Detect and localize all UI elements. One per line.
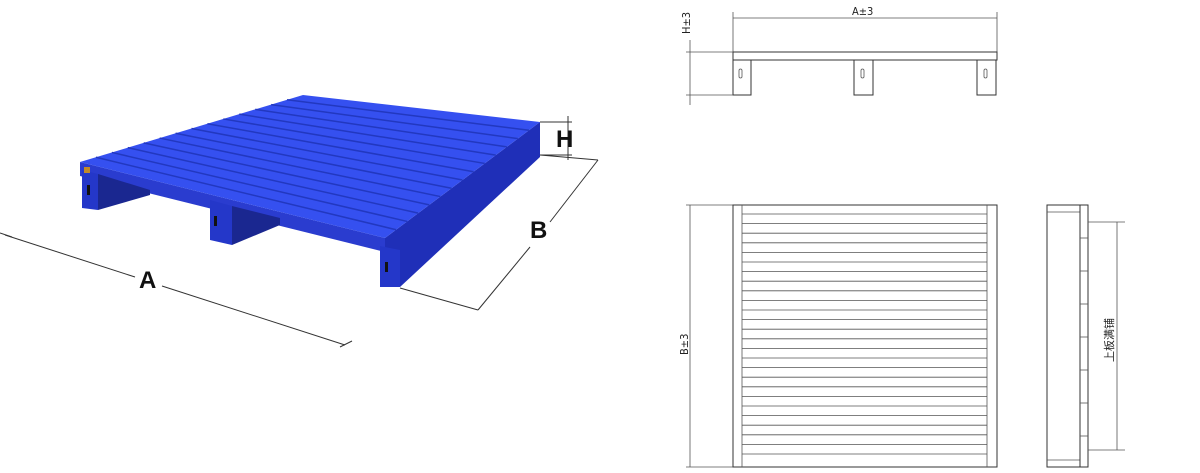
depth-dim-label: B±3 — [678, 334, 691, 355]
label-plate — [84, 167, 90, 173]
pallet-right-face — [380, 122, 540, 287]
slat-groove — [223, 118, 485, 165]
pallet-middle-leg — [210, 200, 232, 245]
label-a: A — [139, 267, 156, 294]
dimension-b: B — [399, 154, 599, 311]
front-view: A±3 H±3 — [680, 5, 998, 105]
pallet-right-leg — [380, 246, 400, 287]
slat-groove — [239, 113, 496, 156]
slat-groove — [271, 103, 518, 140]
side-view: 上板满铺 — [1046, 204, 1125, 468]
pallet-top-deck — [80, 95, 540, 238]
pallet-3d-render — [80, 95, 540, 287]
slat-groove — [286, 99, 530, 132]
slat-groove — [191, 127, 463, 181]
leg-slot — [214, 216, 217, 226]
width-dim-label: A±3 — [852, 5, 873, 18]
label-b: B — [530, 217, 547, 244]
label-h: H — [556, 126, 573, 153]
leg-slot — [87, 185, 90, 195]
pallet-middle-stringer — [232, 206, 280, 245]
side-slat-ticks — [1080, 237, 1088, 437]
dimension-h: H — [540, 116, 573, 160]
plan-slats — [742, 213, 987, 455]
plan-view: B±3 — [678, 204, 998, 468]
pallet-left-stringer — [98, 174, 150, 210]
slat-groove — [159, 137, 441, 198]
pallet-slats — [95, 99, 530, 231]
slat-groove — [127, 146, 419, 214]
slat-groove — [255, 108, 507, 148]
slat-groove — [95, 156, 397, 231]
slat-groove — [143, 142, 430, 206]
height-dim-label: H±3 — [680, 12, 693, 34]
slat-groove — [111, 151, 408, 223]
slat-groove — [175, 132, 452, 190]
leg-slot — [385, 262, 388, 272]
dimension-a: A — [0, 232, 353, 348]
slat-groove — [207, 122, 474, 173]
side-note-label: 上板满铺 — [1102, 318, 1116, 362]
